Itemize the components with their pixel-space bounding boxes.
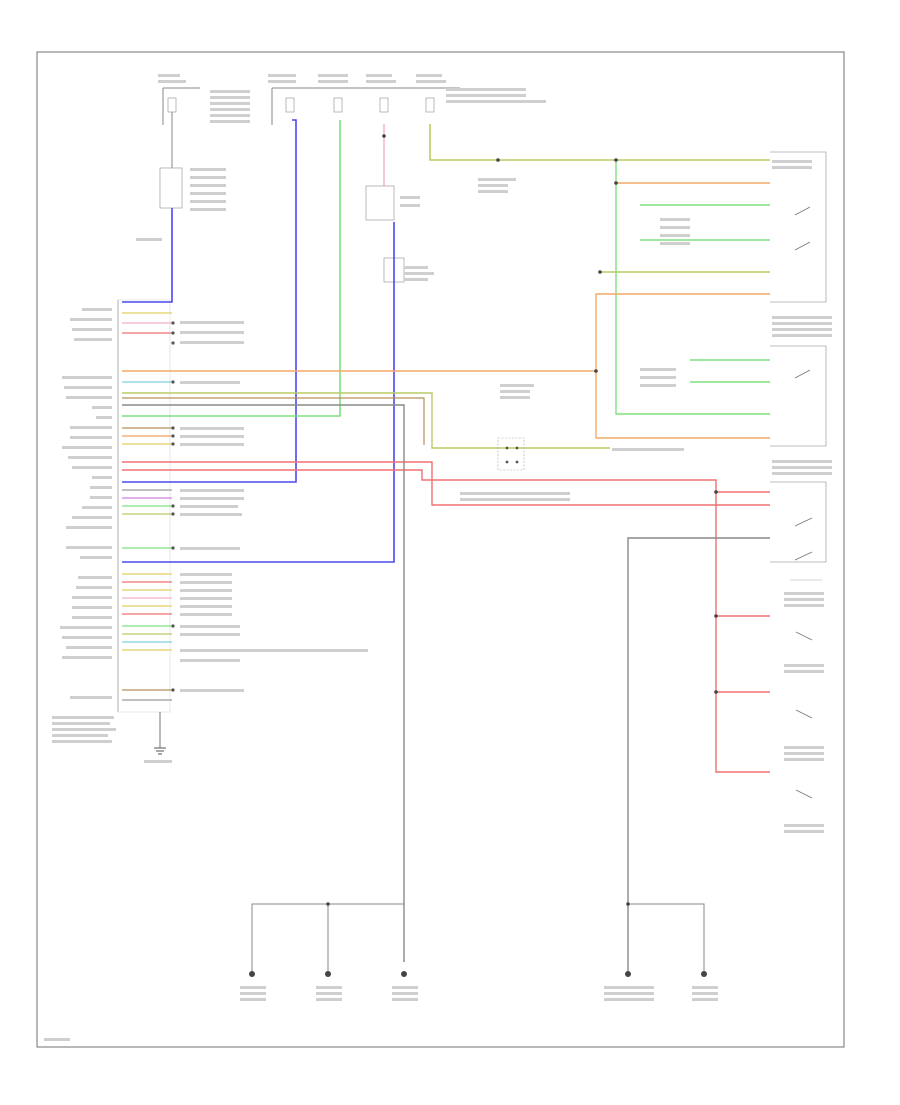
switch-icon <box>365 185 395 221</box>
wire-olive-1 <box>429 124 770 161</box>
right-switch-block-top <box>770 151 827 303</box>
switch-icon <box>795 631 813 641</box>
switch-icon <box>795 709 813 719</box>
ecu-connector-dots <box>171 321 175 692</box>
fuse-block-left <box>159 87 200 209</box>
door-switches <box>790 579 822 799</box>
switch-icon <box>159 167 183 209</box>
fuse-block-middle <box>271 87 460 283</box>
wire-olive-3 <box>122 392 610 449</box>
right-switch-block-low <box>770 481 827 563</box>
wire-blue-2 <box>122 119 297 483</box>
switch-icon <box>794 517 813 527</box>
illegible-label-marks <box>44 74 832 1041</box>
diagram-frame <box>36 51 845 1048</box>
wire-red-3 <box>715 492 770 773</box>
right-switch-block-mid <box>770 345 827 447</box>
wire-blue-1 <box>122 208 173 303</box>
switch-icon <box>794 206 811 216</box>
wire-green-1 <box>122 120 341 417</box>
fuse-icon <box>167 97 177 113</box>
fuse-icon <box>333 97 343 113</box>
inline-connector-mid <box>497 437 525 471</box>
wire-blue-3 <box>122 222 395 563</box>
switch-icon <box>794 369 811 379</box>
wire-gray-2 <box>627 537 770 972</box>
ecu-pin-stubs <box>122 312 172 701</box>
fuse-icon <box>379 97 389 113</box>
junction-dots <box>326 134 718 906</box>
switch-icon <box>795 789 813 799</box>
wire-orange-3 <box>595 371 770 439</box>
wire-gray-1 <box>122 404 405 962</box>
wire-red-2 <box>122 469 770 493</box>
wire-red-1 <box>122 461 770 506</box>
fuse-icon <box>425 97 435 113</box>
switch-icon <box>794 241 811 251</box>
ground-icon <box>154 747 707 977</box>
fuse-icon <box>285 97 295 113</box>
connector-icon <box>497 437 525 471</box>
wire-orange-2 <box>122 293 770 372</box>
switch-icon <box>794 551 813 561</box>
wire-black-ground-c <box>628 903 705 972</box>
wire-green-2 <box>615 160 770 415</box>
wire-black-ground-a <box>251 903 404 972</box>
wire-brown-1 <box>122 397 425 445</box>
